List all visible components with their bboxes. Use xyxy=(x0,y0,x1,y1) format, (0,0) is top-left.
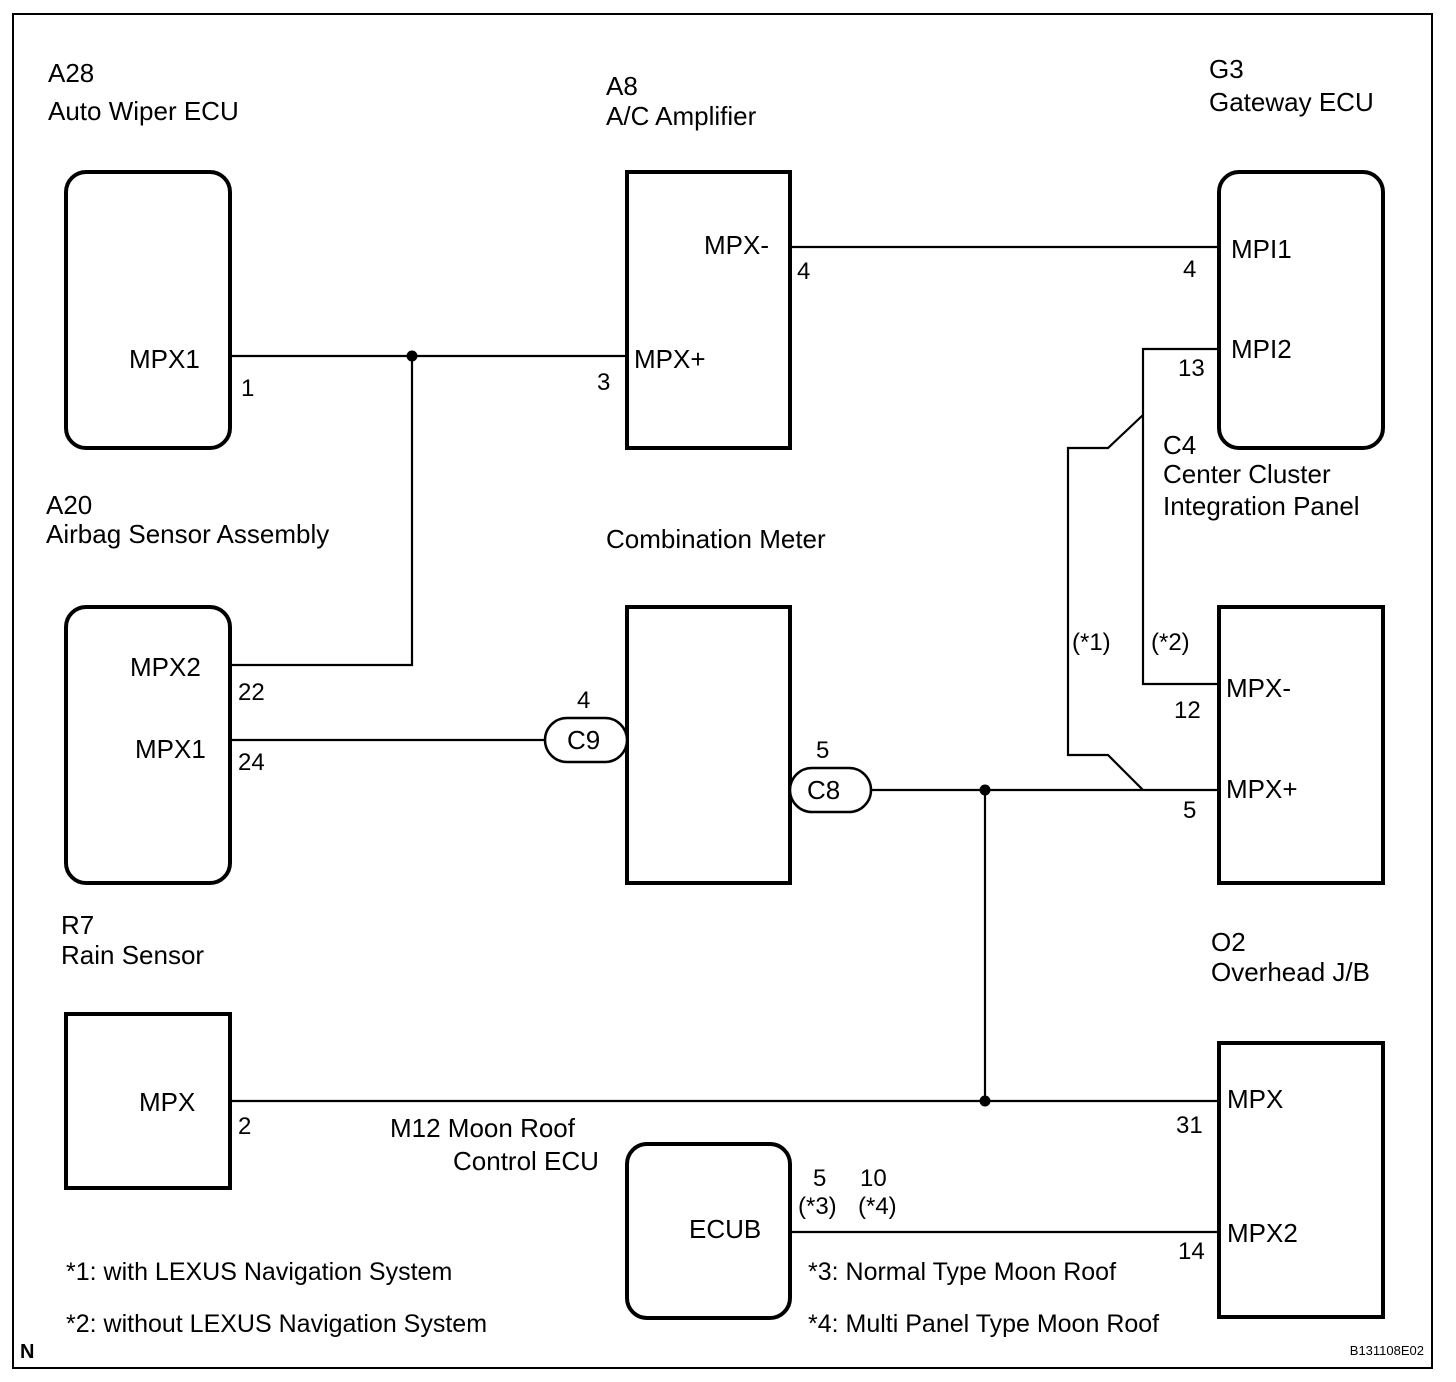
a20-code: A20 xyxy=(46,490,92,520)
g3-pin2-label: MPI2 xyxy=(1231,334,1292,364)
c9-pin-no: 4 xyxy=(577,687,590,714)
note-3: *3: Normal Type Moon Roof xyxy=(808,1258,1116,1286)
wire-branch-1 xyxy=(1066,414,1144,791)
splice-dot-b xyxy=(979,784,991,796)
corner-mark: N xyxy=(20,1341,34,1363)
a8-pin1-no: 4 xyxy=(797,258,810,285)
c8-label: C8 xyxy=(807,775,840,805)
a8-code: A8 xyxy=(606,71,638,101)
diagram-frame xyxy=(12,13,1433,1369)
connector-c8 xyxy=(788,766,873,814)
note-2: *2: without LEXUS Navigation System xyxy=(66,1310,487,1338)
r7-pin-label: MPX xyxy=(139,1087,195,1117)
a20-pin1-label: MPX2 xyxy=(130,652,201,682)
o2-code: O2 xyxy=(1211,927,1246,957)
c9-label: C9 xyxy=(567,725,600,755)
o2-pin1-label: MPX xyxy=(1227,1084,1283,1114)
wire-a20-mpx2 xyxy=(230,356,414,667)
note-4: *4: Multi Panel Type Moon Roof xyxy=(808,1310,1159,1338)
o2-box xyxy=(1217,1041,1385,1319)
a28-pin-label: MPX1 xyxy=(129,344,200,374)
note-1: *1: with LEXUS Navigation System xyxy=(66,1258,452,1286)
r7-code: R7 xyxy=(61,910,94,940)
a28-box xyxy=(64,170,232,450)
m12-pin-a-note: (*3) xyxy=(798,1193,837,1220)
m12-box xyxy=(625,1142,792,1320)
branch-mark-1: (*1) xyxy=(1072,629,1111,656)
g3-box xyxy=(1217,170,1385,450)
g3-name: Gateway ECU xyxy=(1209,87,1374,117)
o2-pin1-no: 31 xyxy=(1176,1112,1203,1139)
c4-pin2-no: 5 xyxy=(1183,797,1196,824)
a20-pin1-no: 22 xyxy=(238,679,265,706)
m12-code-name: M12 Moon Roof xyxy=(390,1113,576,1143)
g3-code: G3 xyxy=(1209,54,1244,84)
m12-pin-b: 10 xyxy=(860,1165,887,1192)
a20-pin2-no: 24 xyxy=(238,749,265,776)
a20-pin2-label: MPX1 xyxy=(135,734,206,764)
c8-pin-no: 5 xyxy=(816,737,829,764)
meter-box xyxy=(625,605,792,885)
a8-pin2-no: 3 xyxy=(597,369,610,396)
g3-pin1-label: MPI1 xyxy=(1231,234,1292,264)
m12-name-line2: Control ECU xyxy=(453,1146,599,1176)
meter-name: Combination Meter xyxy=(606,524,826,554)
branch-mark-2: (*2) xyxy=(1151,629,1190,656)
r7-pin-no: 2 xyxy=(238,1113,251,1140)
c4-pin1-label: MPX- xyxy=(1226,673,1291,703)
connector-c9 xyxy=(543,716,629,764)
a20-box xyxy=(64,605,232,885)
a8-pin1-label: MPX- xyxy=(704,230,769,260)
c4-pin2-label: MPX+ xyxy=(1226,774,1298,804)
a8-pin2-label: MPX+ xyxy=(634,344,706,374)
c4-name-line1: Center Cluster xyxy=(1163,459,1331,489)
c4-code: C4 xyxy=(1163,430,1196,460)
r7-name: Rain Sensor xyxy=(61,940,204,970)
a28-pin-no: 1 xyxy=(241,375,254,402)
c4-box xyxy=(1217,605,1385,885)
r7-box xyxy=(64,1012,232,1190)
g3-pin2-no: 13 xyxy=(1178,355,1205,382)
o2-name: Overhead J/B xyxy=(1211,957,1370,987)
m12-pin-a: 5 xyxy=(813,1165,826,1192)
a20-name: Airbag Sensor Assembly xyxy=(46,519,329,549)
a28-code: A28 xyxy=(48,58,94,88)
g3-pin1-no: 4 xyxy=(1183,256,1196,283)
m12-pin-b-note: (*4) xyxy=(858,1193,897,1220)
a28-name: Auto Wiper ECU xyxy=(48,96,239,126)
o2-pin2-label: MPX2 xyxy=(1227,1218,1298,1248)
m12-pin-label: ECUB xyxy=(689,1214,761,1244)
a8-name: A/C Amplifier xyxy=(606,101,757,131)
c4-pin1-no: 12 xyxy=(1174,697,1201,724)
splice-dot-c xyxy=(979,1095,991,1107)
figure-code: B131108E02 xyxy=(1350,1343,1424,1358)
wire-branch-2 xyxy=(1141,347,1219,686)
o2-pin2-no: 14 xyxy=(1178,1238,1205,1265)
splice-dot-a xyxy=(406,350,418,362)
c4-name-line2: Integration Panel xyxy=(1163,491,1360,521)
a8-box xyxy=(625,170,792,450)
wires xyxy=(230,245,1219,1234)
